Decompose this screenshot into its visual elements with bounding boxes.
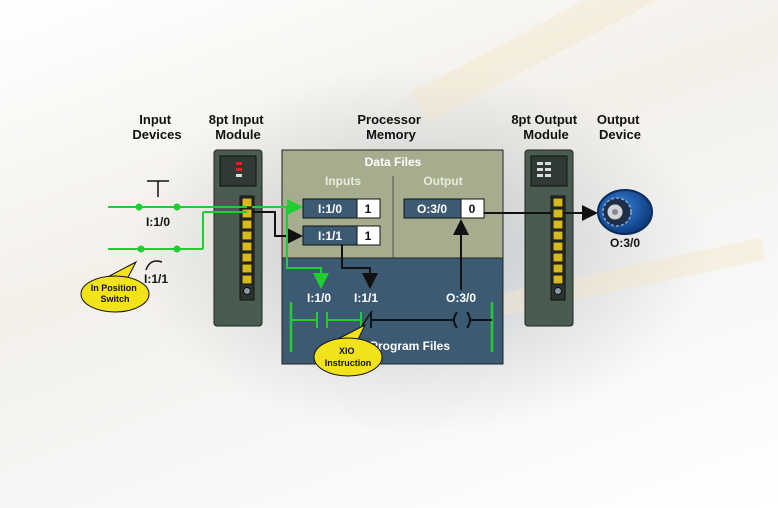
input-module-led — [236, 174, 242, 177]
switch2-address: I:1/1 — [144, 272, 168, 286]
input-bit-i10-value: 1 — [365, 202, 372, 216]
input-bit-i10-address: I:1/0 — [318, 202, 342, 216]
input-module-led — [236, 162, 242, 165]
svg-text:In Position Switch: In Position Switch — [91, 283, 140, 304]
output-device-address: O:3/0 — [610, 236, 640, 250]
output-module-terminals — [552, 197, 564, 295]
switch1-address: I:1/0 — [146, 215, 170, 229]
data-files-title: Data Files — [365, 155, 422, 169]
heading-output-module: 8pt Output Module — [511, 112, 580, 142]
wire-i10-to-rung — [286, 207, 329, 289]
rung-label-o30: O:3/0 — [446, 291, 476, 305]
heading-output-device: Output Device — [597, 112, 643, 142]
heading-input-devices: Input Devices — [132, 112, 181, 142]
heading-input-module: 8pt Input Module — [209, 112, 268, 142]
switch2-contact-right — [173, 245, 181, 253]
inputs-label: Inputs — [325, 174, 361, 188]
switch1-contact-left — [135, 203, 143, 211]
switch1-contact-right — [173, 203, 181, 211]
input-bit-i10-value-box — [356, 198, 381, 219]
output-module-leds — [537, 162, 551, 177]
switch2-actuator — [145, 260, 163, 271]
rung-label-i10: I:1/0 — [307, 291, 331, 305]
input-bit-i11-address: I:1/1 — [318, 229, 342, 243]
input-module-terminals — [241, 197, 253, 295]
callout-position-switch: In Position Switch — [80, 260, 150, 313]
output-coil-left — [453, 311, 458, 329]
input-module-led — [236, 168, 242, 171]
svg-text:XIO Instruction: XIO Instruction — [325, 346, 372, 368]
input-bit-i11-value-box — [356, 225, 381, 246]
program-files-title: Program Files — [370, 339, 450, 353]
heading-processor-memory: Processor Memory — [357, 112, 424, 142]
output-bit-o30-value: 0 — [469, 202, 476, 216]
output-bit-o30-value-box — [460, 198, 485, 219]
motor-icon — [597, 189, 653, 235]
wire-i11-to-rung — [341, 245, 378, 289]
output-bit-o30-address: O:3/0 — [417, 202, 447, 216]
output-label: Output — [423, 174, 462, 188]
switch2-contact-left — [137, 245, 145, 253]
rung-label-i11: I:1/1 — [354, 291, 378, 305]
callout-xio-instruction: XIO Instruction — [313, 323, 383, 377]
input-bit-i11-value: 1 — [365, 229, 372, 243]
